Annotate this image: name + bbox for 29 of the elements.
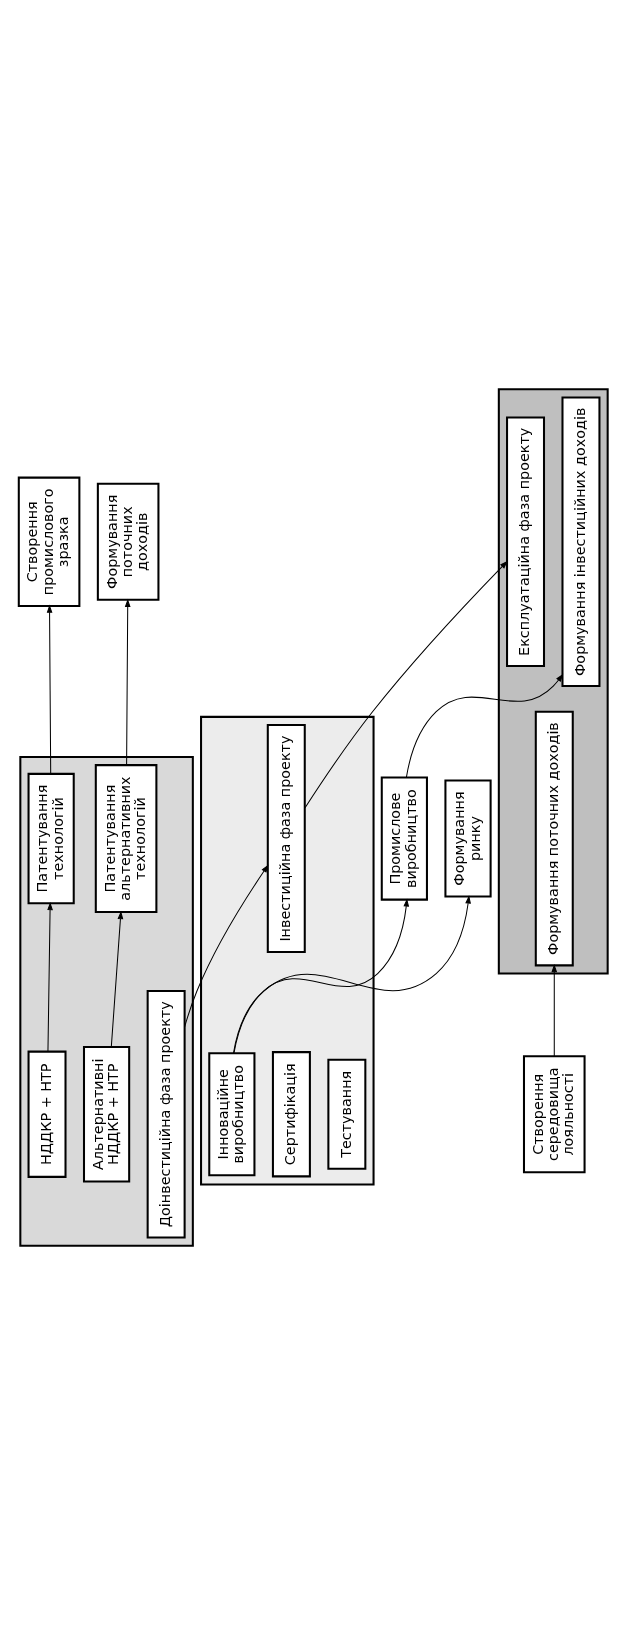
arrow	[47, 901, 53, 1052]
node-box: Сертифікація	[271, 1050, 311, 1177]
arrow	[184, 863, 269, 1027]
arrow	[46, 604, 53, 774]
arrow	[405, 673, 564, 778]
node-box: Тестування	[327, 1058, 367, 1170]
node-box: Формування інвестиційних доходів	[561, 396, 601, 687]
node-box: Формування поточних доходів	[96, 482, 160, 601]
cluster	[19, 755, 194, 1247]
node-box: Формування поточних доходів	[534, 710, 574, 966]
node-box: Промислове виробництво	[380, 775, 428, 901]
node-box: Альтернативні НДДКР + НТР	[82, 1045, 131, 1183]
node-box: Інноваційне виробництво	[208, 1051, 256, 1176]
node-box: Створення середовища лояльності	[522, 1054, 586, 1173]
arrow	[233, 897, 410, 1053]
arrow	[110, 910, 124, 1047]
cluster	[200, 715, 375, 1186]
node-box: Патентування технологій	[27, 772, 75, 904]
arrow	[304, 560, 508, 808]
arrow	[124, 598, 131, 766]
node-box: Доінвестиційна фаза проекту	[146, 989, 186, 1238]
node-box: Експлуатаційна фаза проекту	[506, 416, 546, 667]
arrow	[551, 963, 558, 1057]
node-box: Інвестиційна фаза проекту	[266, 723, 306, 953]
node-box: Формування ринку	[444, 779, 492, 898]
node-box: Патентування альтернативних технологій	[94, 763, 158, 913]
node-box: НДДКР + НТР	[27, 1050, 67, 1178]
node-box: Створення промислового зразка	[17, 476, 81, 607]
arrow	[233, 894, 471, 1054]
